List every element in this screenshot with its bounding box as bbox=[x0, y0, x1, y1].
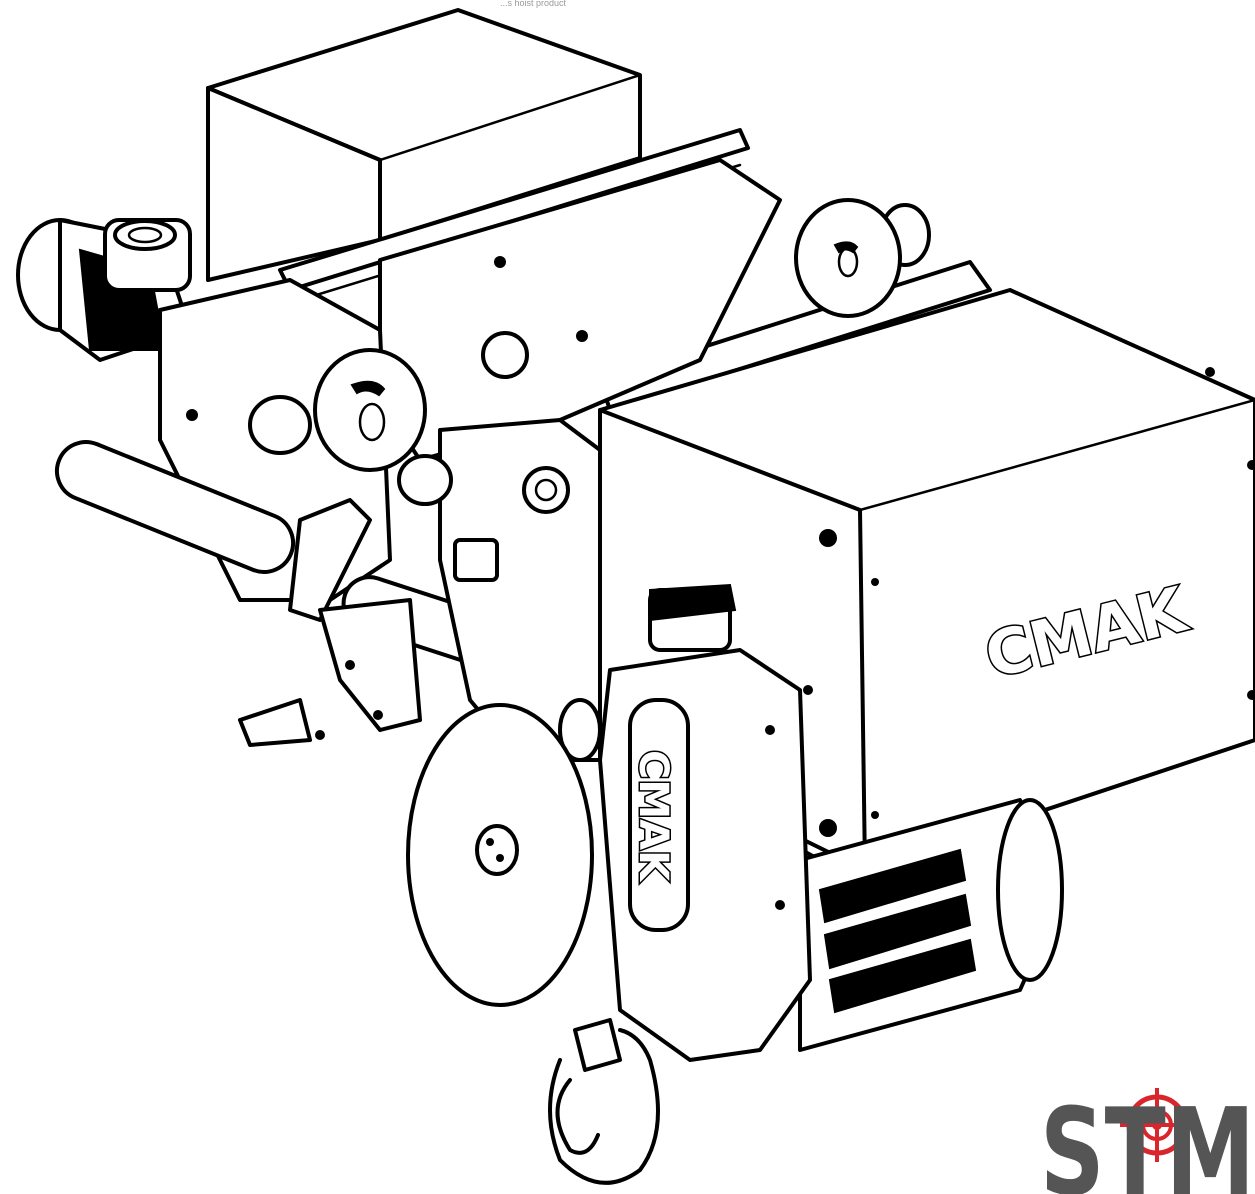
watermark-text: STM bbox=[1040, 1084, 1255, 1194]
gearbox-cover: CMAK bbox=[598, 583, 813, 1062]
control-box bbox=[206, 8, 642, 282]
gear-cover-brand-label: CMAK bbox=[630, 750, 676, 883]
center-frame bbox=[397, 418, 602, 762]
rope-drum bbox=[406, 703, 594, 1007]
hoist-motor bbox=[798, 798, 1064, 1052]
watermark-logo: STM bbox=[1040, 1084, 1255, 1194]
top-caption: ...s hoist product bbox=[500, 0, 567, 8]
hook-block bbox=[548, 1018, 660, 1185]
crosshair-target-icon bbox=[1120, 1088, 1194, 1162]
left-travel-motor bbox=[16, 218, 192, 362]
linkage-arms bbox=[238, 498, 422, 747]
rear-right-wheel bbox=[794, 198, 931, 318]
